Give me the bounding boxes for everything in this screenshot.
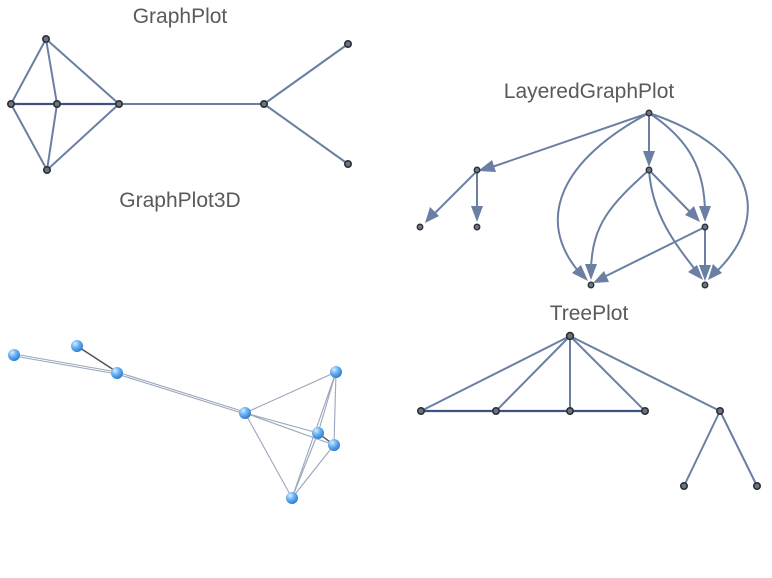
sphere-vertex	[286, 492, 298, 504]
edge	[291, 444, 335, 499]
edge	[601, 226, 706, 279]
edge	[244, 412, 293, 499]
vertex	[343, 160, 352, 169]
edge	[45, 38, 120, 105]
vertex	[416, 406, 425, 415]
vertex	[645, 166, 653, 174]
edge	[491, 112, 650, 168]
sphere-vertex	[111, 367, 123, 379]
edge	[10, 38, 47, 105]
vertex	[473, 223, 481, 231]
sphere-vertex	[328, 439, 340, 451]
edge	[10, 103, 48, 171]
arrowhead	[572, 265, 588, 281]
vertex	[587, 281, 595, 289]
vertex	[259, 100, 268, 109]
edge	[590, 169, 650, 271]
arrowhead	[425, 207, 439, 223]
vertex	[752, 481, 761, 490]
edge	[244, 412, 335, 446]
vertex	[701, 223, 709, 231]
edge	[116, 373, 246, 415]
vertex	[41, 34, 50, 43]
graphplot-nodes	[7, 34, 352, 175]
arrowhead	[685, 206, 700, 222]
edge	[46, 103, 58, 171]
graphplot3d-edges	[13, 345, 337, 499]
arrowhead	[478, 160, 496, 172]
edge	[333, 371, 337, 446]
edge	[420, 335, 571, 412]
edge	[569, 335, 721, 412]
vertex	[715, 406, 724, 415]
vertex	[115, 100, 124, 109]
edge	[648, 112, 749, 273]
vertex	[343, 39, 352, 48]
vertex	[565, 331, 575, 341]
vertex	[52, 100, 61, 109]
edge	[76, 345, 118, 373]
edge	[116, 371, 246, 413]
arrowhead	[643, 151, 655, 167]
edge	[46, 103, 120, 171]
graphplot3d-panel: GraphPlot3D	[8, 189, 342, 504]
edge	[556, 112, 650, 273]
arrowhead	[471, 206, 483, 222]
edge	[263, 43, 349, 105]
arrowhead	[699, 265, 711, 281]
edge	[648, 169, 693, 215]
graphplot3d-title: GraphPlot3D	[119, 189, 240, 212]
edge	[291, 432, 319, 499]
edge	[45, 38, 58, 105]
edge	[569, 335, 646, 412]
vertex	[640, 406, 649, 415]
edge	[244, 371, 337, 414]
arrowhead	[585, 264, 597, 280]
treeplot-panel: TreePlot	[416, 302, 761, 490]
vertex	[679, 481, 688, 490]
sphere-vertex	[71, 340, 83, 352]
vertex	[416, 223, 424, 231]
edge	[683, 410, 721, 487]
treeplot-title: TreePlot	[550, 302, 629, 325]
layeredgraphplot-panel: LayeredGraphPlot	[416, 80, 749, 289]
arrowhead	[688, 265, 703, 280]
graphplot-title: GraphPlot	[133, 5, 228, 28]
edge	[648, 112, 706, 215]
vertex	[473, 166, 481, 174]
sphere-vertex	[239, 407, 251, 419]
treeplot-nodes	[416, 331, 761, 490]
layeredgraphplot-nodes	[416, 109, 709, 289]
vertex	[645, 109, 653, 117]
arrowhead	[708, 264, 722, 280]
vertex	[701, 281, 709, 289]
vertex	[42, 166, 51, 175]
sphere-vertex	[330, 366, 342, 378]
edge	[431, 170, 478, 217]
vertex	[491, 406, 500, 415]
arrowhead	[699, 206, 711, 222]
edge	[244, 412, 319, 434]
vertex	[7, 100, 16, 109]
graphplot-edges	[10, 38, 349, 171]
graphplot3d-nodes	[8, 340, 342, 504]
layeredgraphplot-edges	[425, 112, 749, 283]
edge	[495, 335, 571, 412]
edge	[13, 355, 118, 375]
graphplot-panel: GraphPlot	[7, 5, 352, 175]
treeplot-edges	[420, 335, 758, 487]
edge	[719, 410, 758, 487]
layeredgraphplot-title: LayeredGraphPlot	[504, 80, 675, 103]
edge	[648, 169, 698, 273]
edge	[13, 353, 118, 373]
sphere-vertex	[312, 427, 324, 439]
vertex	[565, 406, 574, 415]
sphere-vertex	[8, 349, 20, 361]
arrowhead	[593, 271, 609, 283]
edge	[263, 103, 349, 165]
